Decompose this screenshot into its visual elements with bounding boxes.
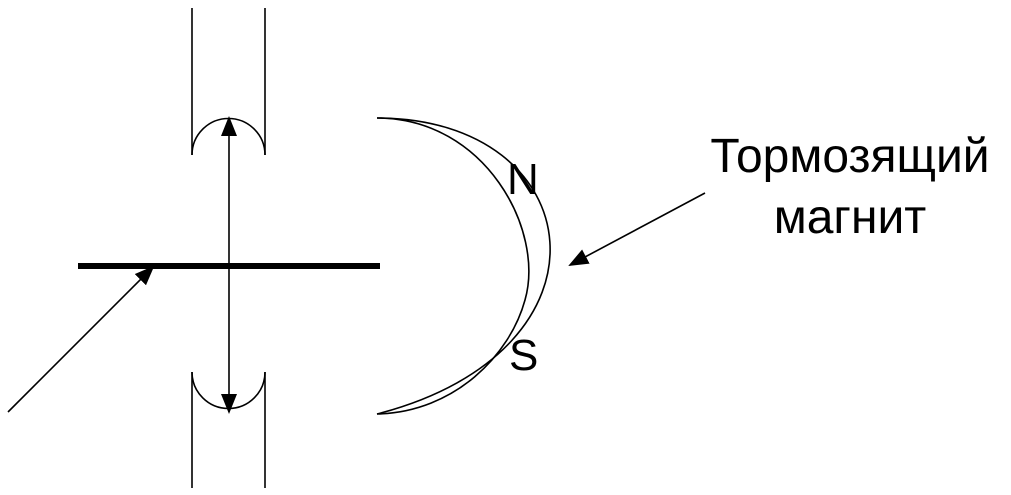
- magnet-label-line1: Тормозящий: [710, 130, 989, 183]
- north-pole-label: N: [507, 155, 539, 204]
- south-pole-label: S: [509, 331, 538, 380]
- brake-magnet: [376, 117, 551, 415]
- disc-pointer-arrow: [7, 265, 155, 413]
- magnet-label-line2: магнит: [774, 191, 927, 244]
- magnet-pointer-arrow: [568, 192, 706, 266]
